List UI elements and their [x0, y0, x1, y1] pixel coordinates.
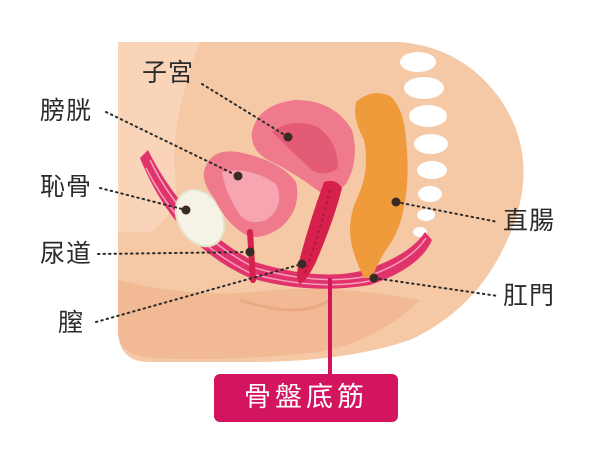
- anchor-dots: [181, 132, 401, 283]
- label-rectum: 直腸: [503, 206, 556, 235]
- leg-fold: [239, 298, 331, 312]
- abdomen-shade: [118, 42, 200, 232]
- label-anus: 肛門: [503, 281, 556, 310]
- label-vagina: 膣: [58, 308, 85, 337]
- pelvic-floor-badge: 骨盤底筋: [214, 374, 398, 422]
- leg-shade: [118, 280, 420, 360]
- pelvic-floor-muscle: [140, 150, 432, 289]
- bladder-inner: [222, 170, 280, 223]
- rectum: [350, 93, 408, 278]
- label-uterus: 子宮: [142, 58, 195, 87]
- label-pubis: 恥骨: [40, 172, 93, 201]
- sacrum-spine: [400, 52, 448, 237]
- label-urethra: 尿道: [40, 239, 93, 268]
- label-bladder: 膀胱: [40, 96, 93, 125]
- leader-lines: [95, 83, 499, 323]
- vagina-texture: [303, 189, 331, 277]
